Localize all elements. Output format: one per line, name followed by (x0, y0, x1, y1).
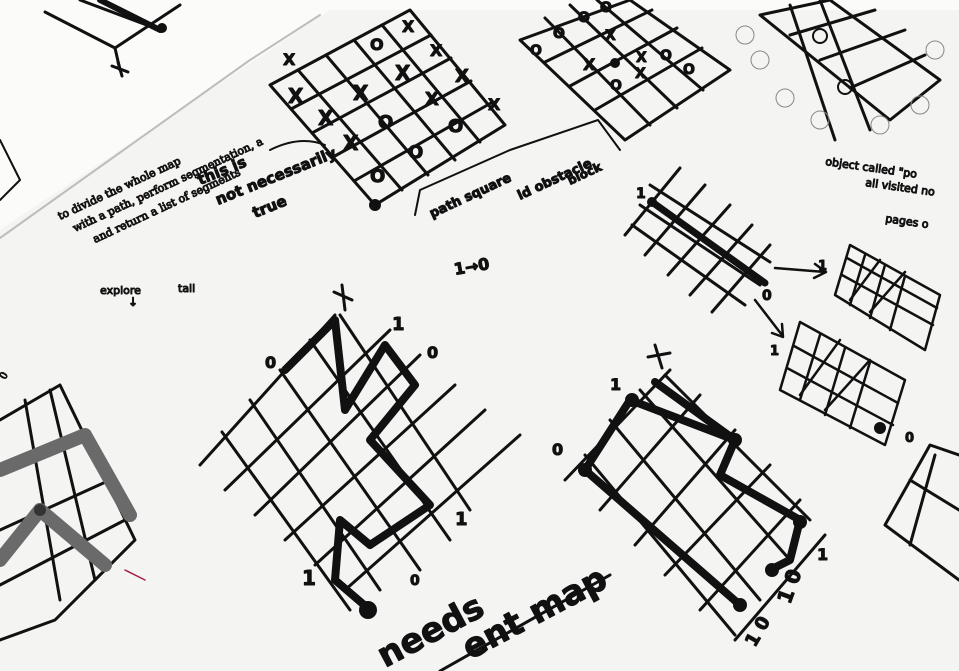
mark-x: X (318, 106, 334, 130)
label-zero: 0 (905, 431, 914, 446)
grid-node (765, 563, 779, 577)
mark-o: O (530, 43, 542, 59)
grid-node (34, 504, 46, 516)
grid-node (647, 197, 657, 207)
label-one: 1 (818, 259, 827, 274)
mark-x: X (430, 41, 443, 60)
grid-node (625, 393, 639, 407)
mark-o: O (578, 10, 590, 26)
mark-o: O (683, 62, 695, 78)
mark-o: O (370, 35, 384, 54)
label-one: 1 (302, 566, 316, 590)
label-one: 1 (636, 186, 646, 202)
mark-x: X (605, 28, 616, 44)
mark-x: X (635, 66, 646, 82)
note-arrow-down: ↓ (128, 295, 138, 309)
label-zero: 0 (265, 353, 276, 372)
label-one: 1 (455, 509, 468, 530)
grid-node (359, 601, 377, 619)
mark-x: X (353, 81, 369, 105)
mark-x: X (425, 89, 439, 110)
grid-node (369, 199, 381, 211)
label-one: 1 (610, 375, 621, 394)
mark-x: X (488, 95, 501, 114)
grid-node (874, 422, 886, 434)
label-zero: 0 (552, 440, 563, 459)
mark-x: X (343, 131, 359, 155)
mark-o: O (370, 166, 385, 187)
mark-o: O (378, 112, 393, 133)
mark-o: O (553, 26, 565, 42)
mark-o: O (600, 0, 612, 16)
grid-node (733, 598, 747, 612)
mark-o: O (660, 48, 672, 64)
label-one: 1 (817, 545, 828, 564)
mark-x: X (402, 17, 415, 36)
mark-x: X (395, 61, 411, 85)
mark-x: X (636, 50, 647, 66)
mark-o: O (610, 78, 622, 94)
mark-o: O (448, 116, 463, 137)
label-zero: 0 (410, 573, 420, 589)
grid-node (578, 463, 592, 477)
note-tail: tail (178, 282, 195, 295)
grid-node (610, 58, 620, 68)
label-one: 1 (770, 344, 779, 359)
mark-x: X (288, 84, 304, 108)
mark-x: X (583, 55, 596, 74)
label-one: 1 (392, 314, 405, 335)
mark-x: X (283, 50, 296, 69)
grid-node (157, 23, 167, 33)
mark-o: O (408, 142, 423, 163)
grid-node (793, 515, 807, 529)
label-zero: 0 (762, 288, 772, 304)
grid-node (728, 433, 742, 447)
mark-x: X (455, 66, 469, 87)
label-zero: 0 (427, 343, 438, 362)
